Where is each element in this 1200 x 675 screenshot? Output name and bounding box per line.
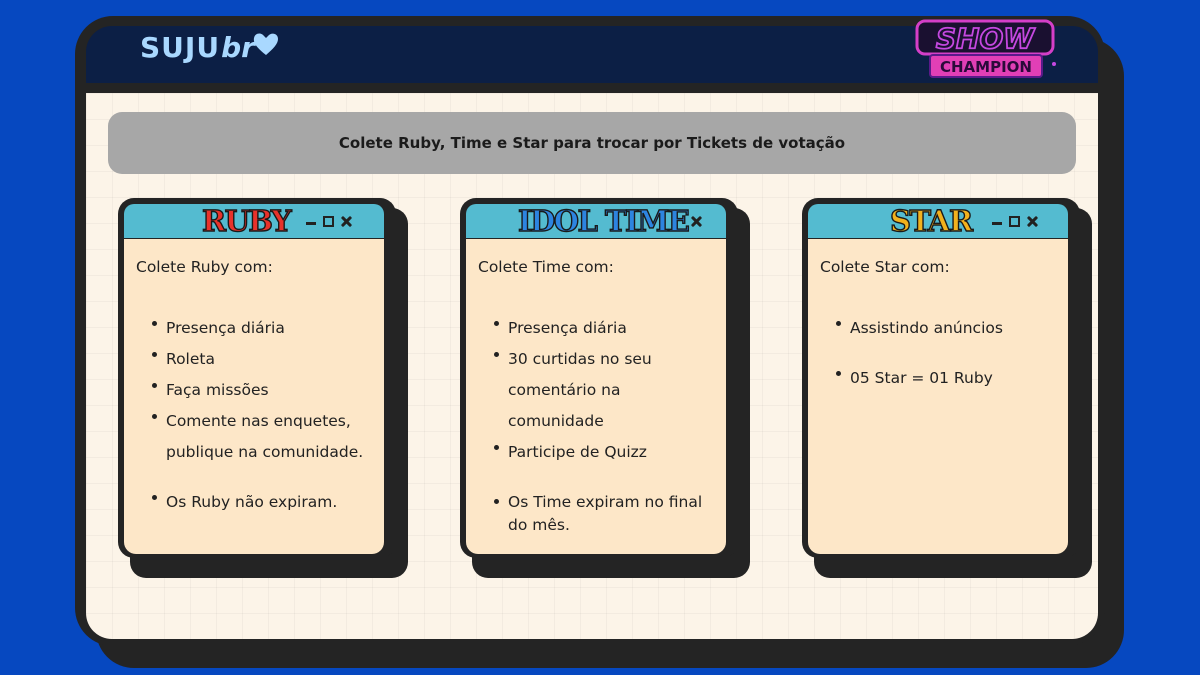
heart-icon [253, 33, 278, 55]
bullet-list: Presença diária 30 curtidas no seu comen… [494, 313, 714, 537]
ruby-card: RUBY Colete Ruby com: Presença diária Ro… [118, 198, 396, 558]
info-banner: Colete Ruby, Time e Star para trocar por… [108, 112, 1076, 174]
maximize-icon[interactable] [1009, 215, 1020, 227]
minimize-icon[interactable] [992, 222, 1002, 225]
card-title: STAR [889, 203, 973, 238]
list-item: Roleta [152, 344, 372, 375]
list-item: Presença diária [494, 313, 714, 344]
bullet-list: Assistindo anúncios 05 Star = 01 Ruby [836, 313, 1056, 394]
window-controls [306, 204, 352, 238]
sujubr-logo: SUJU br [140, 29, 281, 65]
card-content: Colete Time com: Presença diária 30 curt… [466, 239, 726, 554]
card-title-bar: IDOL TIME [466, 203, 726, 239]
card-title: IDOL TIME [517, 203, 690, 238]
card-content: Colete Ruby com: Presença diária Roleta … [124, 239, 384, 554]
logo-text-main: SUJU [140, 30, 221, 64]
window-controls [992, 204, 1038, 238]
logo-champion-text: CHAMPION [940, 58, 1032, 76]
banner-text: Colete Ruby, Time e Star para trocar por… [338, 134, 846, 152]
list-item: 05 Star = 01 Ruby [836, 363, 1056, 394]
list-item: Assistindo anúncios [836, 313, 1056, 344]
list-item: Os Ruby não expiram. [152, 487, 372, 518]
minimize-icon[interactable] [306, 222, 316, 225]
list-item: Faça missões [152, 375, 372, 406]
window-controls [691, 204, 702, 238]
list-item: Comente nas enquetes, publique na comuni… [152, 406, 372, 468]
show-champion-logo: SHOW CHAMPION [915, 19, 1056, 78]
logo-show-text: SHOW [936, 22, 1035, 55]
idol-time-card: IDOL TIME Colete Time com: Presença diár… [460, 198, 738, 558]
card-heading: Colete Time com: [478, 258, 614, 276]
card-content: Colete Star com: Assistindo anúncios 05 … [808, 239, 1068, 554]
bullet-list: Presença diária Roleta Faça missões Come… [152, 313, 372, 518]
star-card: STAR Colete Star com: Assistindo anúncio… [802, 198, 1080, 558]
card-title: RUBY [201, 203, 292, 238]
card-heading: Colete Star com: [820, 258, 950, 276]
close-icon[interactable] [1027, 216, 1038, 227]
close-icon[interactable] [691, 216, 702, 227]
maximize-icon[interactable] [323, 215, 334, 227]
list-item: Presença diária [152, 313, 372, 344]
list-item: Participe de Quizz [494, 437, 714, 468]
card-title-bar: RUBY [124, 203, 384, 239]
close-icon[interactable] [341, 216, 352, 227]
card-title-bar: STAR [808, 203, 1068, 239]
logo-text-suffix: br [221, 30, 255, 64]
list-item: Os Time expiram no final do mês. [494, 491, 714, 537]
list-item: 30 curtidas no seu comentário na comunid… [494, 344, 714, 437]
card-heading: Colete Ruby com: [136, 258, 273, 276]
